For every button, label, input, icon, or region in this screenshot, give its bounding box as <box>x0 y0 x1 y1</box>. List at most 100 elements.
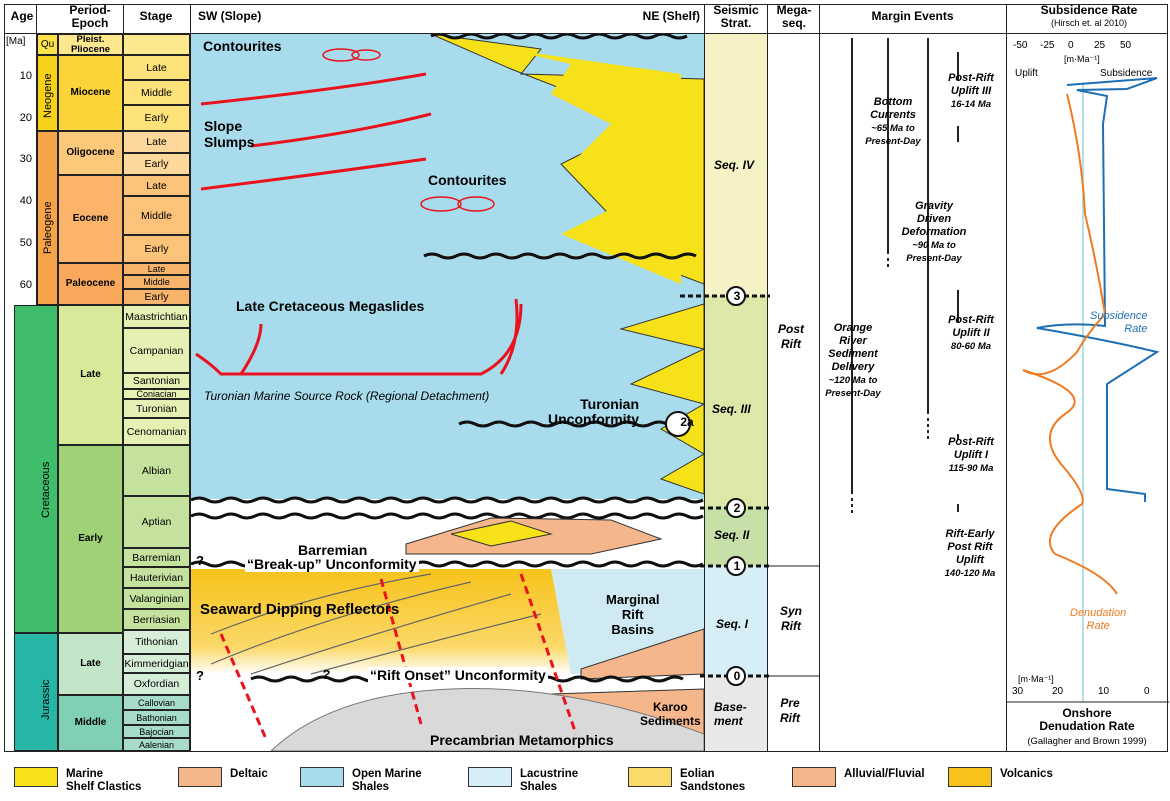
stage-turonian: Turonian <box>123 399 190 418</box>
shelf-clastics-upper <box>506 49 681 284</box>
legend-swatch-lacustrine-shales <box>468 767 512 787</box>
label-barremian: Barremian <box>296 542 370 558</box>
label-megaslides: Late Cretaceous Megaslides <box>236 298 425 314</box>
stage-hauterivian: Hauterivian <box>123 567 190 588</box>
marker-3: 3 <box>733 289 741 303</box>
subsidence-plot <box>1022 77 1160 702</box>
event-bottom-currents: Bottom Currents~65 Ma to Present-Day <box>865 96 921 147</box>
subsidence-ref: (Hirsch et. al 2010) <box>1050 18 1128 28</box>
stage-coniacian: Coniacian <box>123 389 190 399</box>
era-jurassic <box>14 633 58 751</box>
marker-2: 2 <box>733 501 741 515</box>
age-unit: [Ma] <box>6 36 26 47</box>
legend-swatch-eolian-sandstones <box>628 767 672 787</box>
margin-events-header: Margin Events <box>871 9 954 23</box>
label-turonian-unconformity: Turonian Unconformity <box>548 396 639 427</box>
marker-2a-circle <box>665 411 691 437</box>
subsidence-tick: -25 <box>1040 40 1055 51</box>
epoch-pleistocene-pliocene: Pleist. Pliocene <box>58 34 123 55</box>
stage-callovian: Callovian <box>123 695 190 710</box>
subsidence-curve <box>1036 77 1160 502</box>
wavy-line-top <box>430 34 688 40</box>
epoch-oligocene: Oligocene <box>58 131 123 175</box>
denudation-tick: 0 <box>1144 686 1150 697</box>
unconformity-gap <box>191 499 704 516</box>
era-jurassic-label: Jurassic <box>40 679 52 720</box>
age-tick: 60 <box>19 278 32 291</box>
marker-2a: 2a <box>680 415 694 429</box>
label-contourites-mid: Contourites <box>428 172 507 188</box>
epoch-late-jurassic: Late <box>58 633 123 695</box>
stage-oxfordian: Oxfordian <box>123 673 190 695</box>
marker-0: 0 <box>733 669 741 683</box>
legend-label-eolian-sandstones: Eolian Sandstones <box>680 768 746 793</box>
megaseq-pre-rift: Pre Rift <box>780 696 800 725</box>
precambrian-basement <box>270 688 704 751</box>
event-bars <box>851 38 959 514</box>
subsidence-tick: 50 <box>1120 40 1132 51</box>
denudation-ref: (Gallagher and Brown 1999) <box>1027 736 1147 747</box>
label-precambrian: Precambrian Metamorphics <box>430 732 614 748</box>
stage-bajocian: Bajocian <box>123 725 190 738</box>
question-mark-1: ? <box>196 553 204 568</box>
stage-pleistocene <box>123 34 190 55</box>
stage-kimmeridgian: Kimmeridgian <box>123 654 190 673</box>
marker-1: 1 <box>733 559 741 573</box>
megaseq-syn-rift: Syn Rift <box>780 604 803 633</box>
stage-valanginian: Valanginian <box>123 588 190 609</box>
era-paleogene-label: Paleogene <box>42 201 54 254</box>
label-karoo: Karoo Sediments <box>640 700 701 728</box>
seq3-band <box>705 296 767 508</box>
label-rift-onset: “Rift Onset” Unconformity <box>368 667 548 683</box>
age-tick: 10 <box>19 69 32 82</box>
subsidence-tick: 0 <box>1068 40 1074 51</box>
age-tick: 50 <box>19 237 32 249</box>
stage-header: Stage <box>139 9 173 23</box>
era-paleogene <box>37 131 58 305</box>
age-tick: 40 <box>19 195 32 208</box>
seq2-label: Seq. II <box>714 528 750 542</box>
subsidence-rate-label: Subsidence Rate <box>1090 310 1148 335</box>
event-orange-river: Orange River Sediment Delivery~120 Ma to… <box>825 322 881 399</box>
epoch-early-cretaceous: Early <box>58 445 123 633</box>
era-quaternary: Qu <box>37 34 58 55</box>
denudation-curve <box>1022 93 1118 595</box>
denudation-title: Onshore Denudation Rate <box>1039 706 1135 733</box>
stage-albian: Albian <box>123 445 190 496</box>
era-cretaceous-label: Cretaceous <box>40 461 52 518</box>
label-breakup-unconformity: “Break-up” Unconformity <box>245 556 419 572</box>
legend-label-lacustrine-shales: Lacustrine Shales <box>520 768 579 793</box>
legend-swatch-open-marine-shales <box>300 767 344 787</box>
legend-label-open-marine-shales: Open Marine Shales <box>352 768 422 793</box>
wavy-line-112 <box>191 496 704 504</box>
basement-band <box>705 676 767 751</box>
megaseq-header: Mega- seq. <box>776 3 812 30</box>
subsidence-label: Subsidence <box>1100 68 1153 79</box>
denudation-axis-line <box>1007 701 1169 703</box>
legend-swatch-marine-shelf-clastics <box>14 767 58 787</box>
label-turonian-source-rock: Turonian Marine Source Rock (Regional De… <box>204 389 490 403</box>
stage-tithonian: Tithonian <box>123 630 190 654</box>
stage-campanian: Campanian <box>123 328 190 373</box>
stage-early: Early <box>123 153 190 175</box>
stage-early: Early <box>123 235 190 263</box>
period-epoch-header: Period- Epoch <box>69 3 111 30</box>
denudation-tick: 10 <box>1098 686 1110 697</box>
uplift-label: Uplift <box>1015 68 1038 79</box>
stage-bathonian: Bathonian <box>123 710 190 725</box>
age-tick: 20 <box>19 111 32 124</box>
label-slope-slumps: Slope Slumps <box>204 118 255 150</box>
stage-middle: Middle <box>123 80 190 105</box>
epoch-middle-jurassic: Middle <box>58 695 123 751</box>
legend-label-deltaic: Deltaic <box>230 768 268 780</box>
stage-late: Late <box>123 131 190 153</box>
legend-swatch-alluvial-fluvial <box>792 767 836 787</box>
stage-santonian: Santonian <box>123 373 190 389</box>
legend-swatch-volcanics <box>948 767 992 787</box>
legend-label-marine-shelf-clastics: Marine Shelf Clastics <box>66 768 142 793</box>
megaseq-post-rift: Post Rift <box>778 322 805 351</box>
epoch-paleocene: Paleocene <box>58 263 123 305</box>
